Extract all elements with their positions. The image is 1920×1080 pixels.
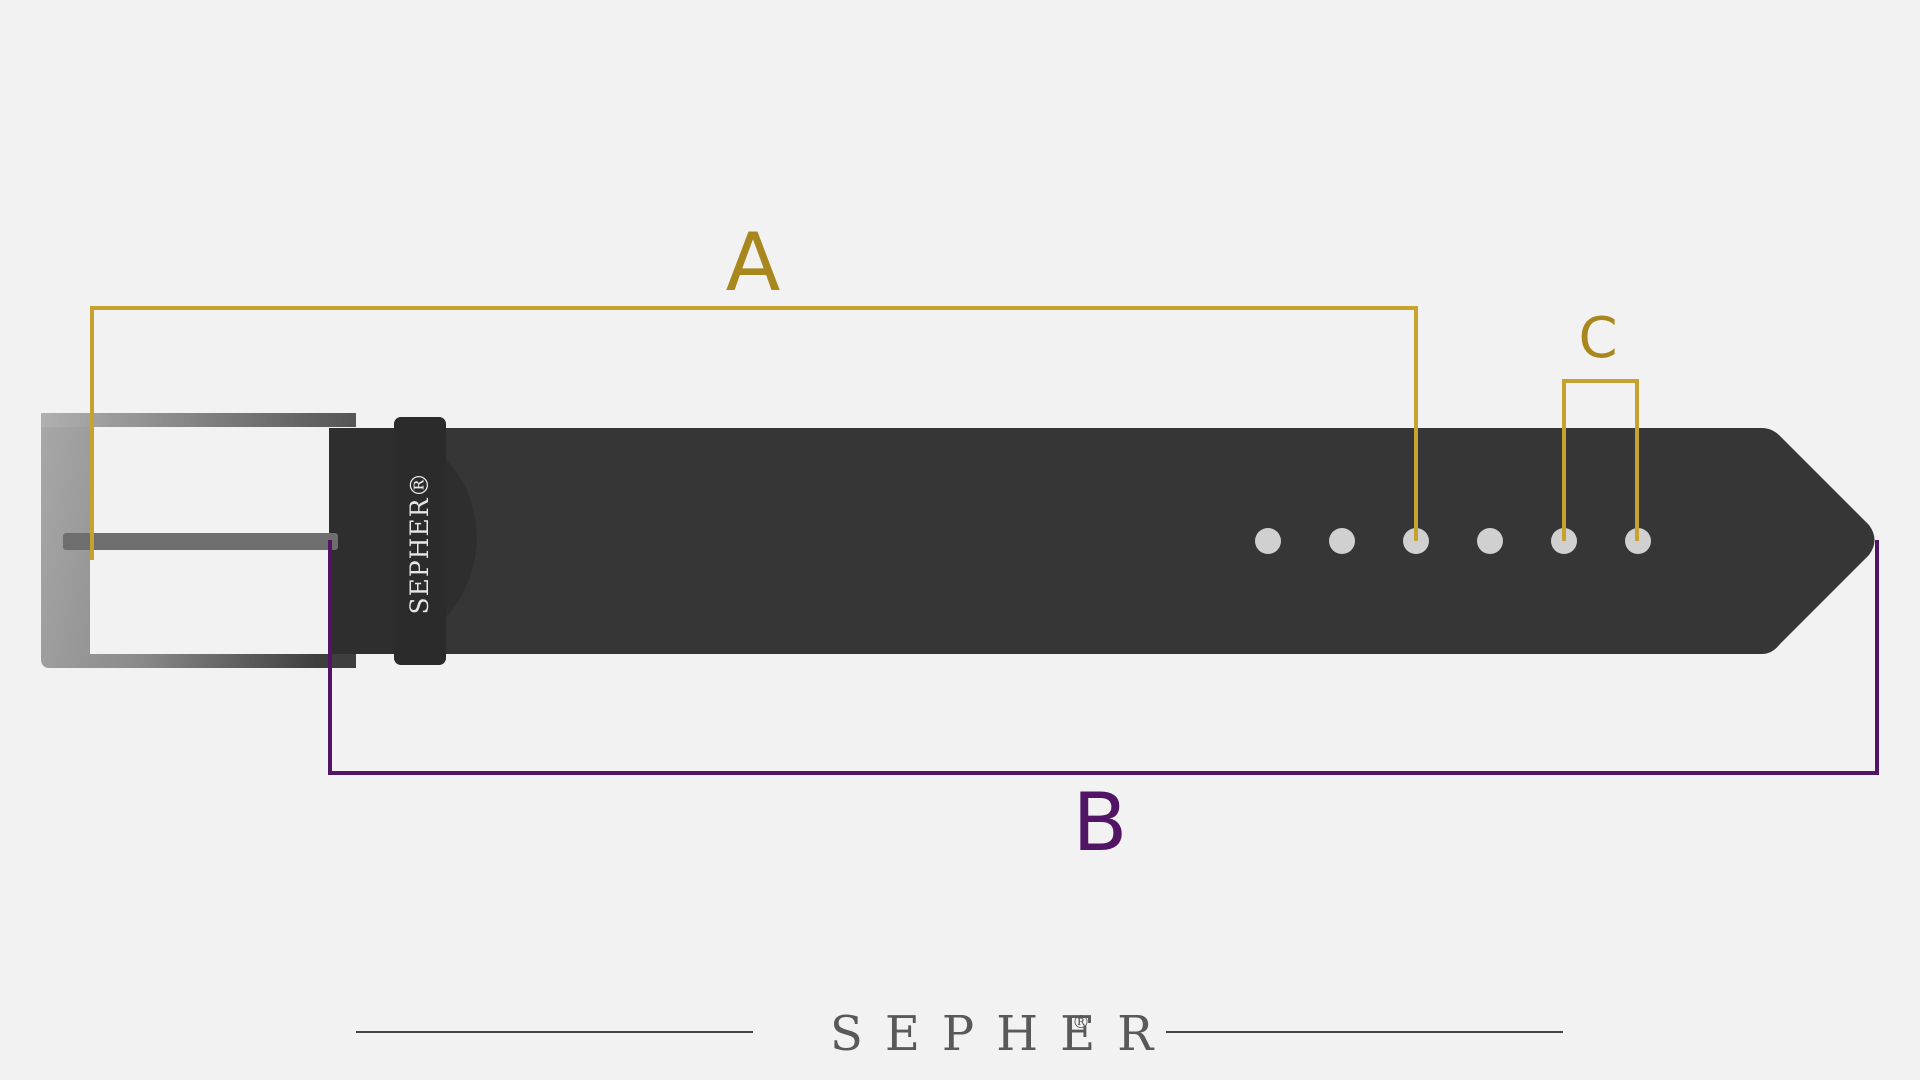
belt-holes bbox=[1255, 528, 1651, 554]
dimension-a-bracket bbox=[90, 306, 1418, 560]
dimension-c-bracket bbox=[1562, 379, 1639, 541]
buckle-prong bbox=[63, 533, 338, 550]
belt-buckle bbox=[41, 413, 356, 668]
belt-hole bbox=[1255, 528, 1281, 554]
dimension-c: C bbox=[1562, 306, 1639, 541]
footer-brand: SEPHER ® bbox=[356, 1006, 1563, 1062]
footer-wordmark: SEPHER bbox=[830, 1006, 1175, 1062]
dimension-a: A bbox=[90, 216, 1418, 560]
dimension-b: B bbox=[328, 540, 1879, 869]
dimension-b-bracket bbox=[328, 540, 1879, 775]
belt-strap bbox=[330, 428, 1875, 654]
footer-registered-mark: ® bbox=[1072, 1012, 1090, 1033]
belt-keeper: SEPHER® bbox=[394, 417, 446, 665]
belt-hole bbox=[1329, 528, 1355, 554]
belt-hole bbox=[1477, 528, 1503, 554]
dimension-a-label: A bbox=[726, 216, 781, 309]
dimension-c-label: C bbox=[1578, 306, 1617, 371]
dimension-b-label: B bbox=[1073, 776, 1128, 869]
keeper-brand-text: SEPHER® bbox=[405, 471, 434, 614]
